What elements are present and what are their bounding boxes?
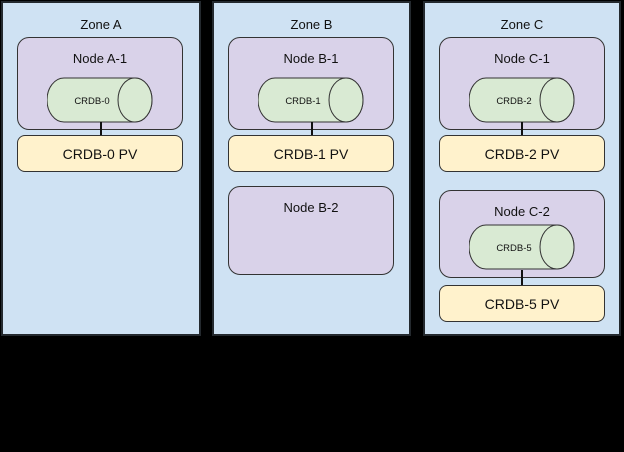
cylinder-cap bbox=[117, 77, 153, 123]
database-cylinder-crdb-0: CRDB-0 bbox=[47, 77, 153, 123]
zone-c-title: Zone C bbox=[500, 17, 544, 32]
node-a1-title: Node A-1 bbox=[72, 51, 128, 66]
connector-line bbox=[521, 122, 523, 135]
cylinder-label: CRDB-1 bbox=[285, 96, 320, 107]
pv-crdb-2: CRDB-2 PV bbox=[439, 135, 605, 172]
connector-line bbox=[310, 122, 313, 135]
node-b2-title: Node B-2 bbox=[283, 200, 339, 215]
pv-label: CRDB-5 PV bbox=[484, 295, 560, 312]
cylinder-label: CRDB-2 bbox=[496, 96, 531, 107]
pv-label: CRDB-1 PV bbox=[273, 145, 349, 162]
cylinder-label: CRDB-5 bbox=[496, 243, 531, 254]
node-c2-title: Node C-2 bbox=[494, 204, 550, 219]
node-c2: Node C-2 CRDB-5 bbox=[439, 190, 605, 278]
node-b2: Node B-2 bbox=[228, 186, 394, 275]
zone-a-title: Zone A bbox=[80, 17, 122, 32]
database-cylinder-crdb-5: CRDB-5 bbox=[469, 224, 575, 270]
zone-b: Zone B Node B-1 CRDB-1 CRDB-1 PV Node B-… bbox=[212, 1, 411, 336]
cylinder-label: CRDB-0 bbox=[74, 96, 109, 107]
database-cylinder-crdb-1: CRDB-1 bbox=[258, 77, 364, 123]
cylinder-cap bbox=[539, 77, 575, 123]
node-b1: Node B-1 CRDB-1 bbox=[228, 37, 394, 130]
cylinder-cap bbox=[539, 224, 575, 270]
node-c1: Node C-1 CRDB-2 bbox=[439, 37, 605, 130]
cylinder-cap bbox=[328, 77, 364, 123]
zone-a: Zone A Node A-1 CRDB-0 CRDB-0 PV bbox=[1, 1, 201, 336]
zone-c: Zone C Node C-1 CRDB-2 CRDB-2 PV Node C-… bbox=[423, 1, 621, 336]
pv-crdb-1: CRDB-1 PV bbox=[228, 135, 394, 172]
pv-crdb-5: CRDB-5 PV bbox=[439, 285, 605, 322]
node-a1: Node A-1 CRDB-0 bbox=[17, 37, 183, 130]
pv-label: CRDB-2 PV bbox=[484, 145, 560, 162]
connector-line bbox=[521, 270, 523, 285]
pv-crdb-0: CRDB-0 PV bbox=[17, 135, 183, 172]
connector-line bbox=[100, 122, 102, 135]
node-b1-title: Node B-1 bbox=[283, 51, 339, 66]
node-c1-title: Node C-1 bbox=[494, 51, 550, 66]
zone-b-title: Zone B bbox=[290, 17, 333, 32]
pv-label: CRDB-0 PV bbox=[62, 145, 138, 162]
database-cylinder-crdb-2: CRDB-2 bbox=[469, 77, 575, 123]
